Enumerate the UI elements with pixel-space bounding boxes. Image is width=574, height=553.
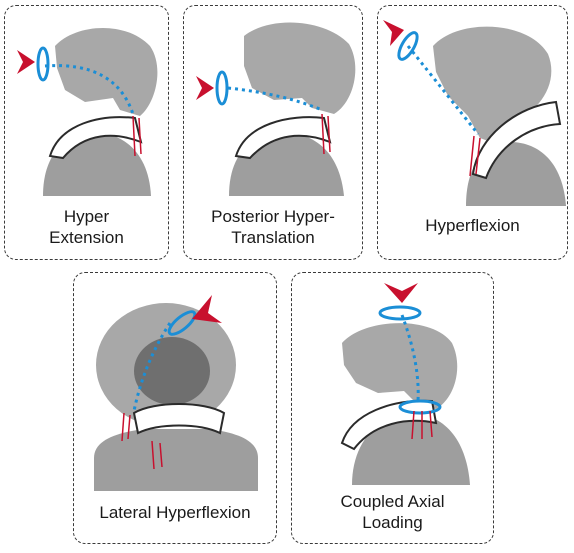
shoulder-silhouette <box>94 429 258 491</box>
panel-posterior-hyper-translation: Posterior Hyper- Translation <box>183 5 363 260</box>
force-arrow-icon <box>17 50 35 74</box>
panel-caption: Hyper Extension <box>5 206 168 248</box>
helmet-silhouette <box>55 28 157 116</box>
force-arrow-icon <box>384 283 418 303</box>
panel-caption: Coupled Axial Loading <box>292 491 493 533</box>
panel-coupled-axial-loading: Coupled Axial Loading <box>291 272 494 544</box>
panel-hyper-extension: Hyper Extension <box>4 5 169 260</box>
panel-lateral-hyperflexion: Lateral Hyperflexion <box>73 272 277 544</box>
helmet-silhouette <box>244 23 355 114</box>
panel-caption: Hyperflexion <box>378 215 567 236</box>
impact-ring-icon <box>38 48 48 80</box>
impact-ring-icon <box>380 307 420 319</box>
impact-ring-icon <box>217 72 227 104</box>
panel-caption: Lateral Hyperflexion <box>74 502 276 523</box>
helmet-silhouette <box>342 323 457 409</box>
force-arrow-icon <box>196 76 214 100</box>
force-arrow-icon <box>383 20 404 46</box>
force-arrow-icon <box>192 295 222 323</box>
panel-caption: Posterior Hyper- Translation <box>184 206 362 248</box>
panel-hyperflexion: Hyperflexion <box>377 5 568 260</box>
neck-brace <box>134 404 224 433</box>
head-silhouette <box>134 337 210 405</box>
